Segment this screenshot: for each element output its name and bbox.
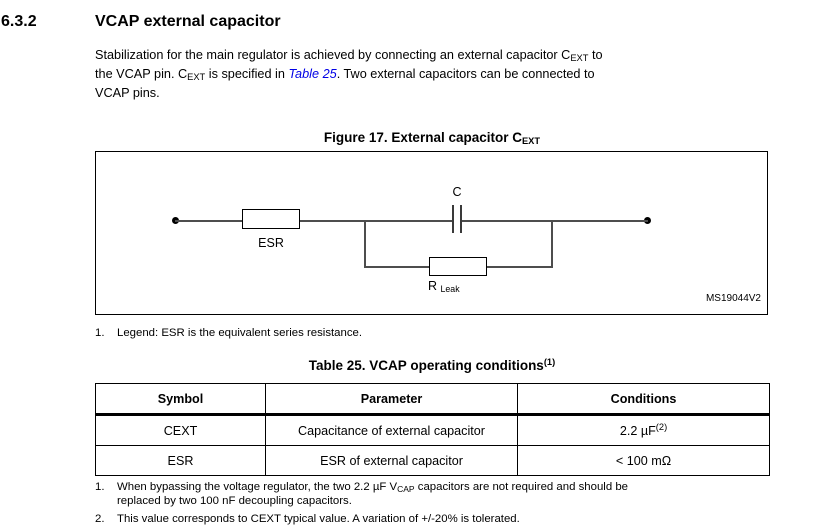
header-symbol: Symbol [95,383,266,416]
table-caption: Table 25. VCAP operating conditions(1) [95,357,769,375]
cell-parameter: ESR of external capacitor [265,445,518,476]
cell-symbol: ESR [95,445,266,476]
figure-note-text: Legend: ESR is the equivalent series res… [117,327,363,339]
table-caption-footnote-marker: (1) [543,357,556,367]
paragraph-text: the VCAP pin. C [95,67,188,81]
wire-right-segment [462,220,648,222]
figure-note-number: 1. [95,327,105,339]
note-text: When bypassing the voltage regulator, th… [117,481,398,493]
subscript-ext: EXT [187,72,206,82]
figure-caption-text: Figure 17. External capacitor C [323,130,522,145]
condition-footnote-marker: (2) [655,421,668,432]
section-title: VCAP external capacitor [95,13,281,30]
condition-value: < 100 mΩ [615,453,672,468]
table-note-2-number: 2. [95,513,105,525]
circuit-figure: ESR C R Leak MS19044V2 [95,151,768,315]
paragraph-line-3: VCAP pins. [95,84,603,103]
figure-watermark: MS19044V2 [705,293,761,304]
header-conditions: Conditions [517,383,770,416]
cell-parameter: Capacitance of external capacitor [265,414,518,446]
capacitor-label: C [452,185,462,199]
vcap-conditions-table: Symbol Parameter Conditions CEXT Capacit… [95,383,770,476]
wire-left-segment [175,220,453,222]
rleak-resistor-symbol [429,257,487,276]
figure-caption: Figure 17. External capacitor CEXT [95,130,769,147]
branch-right-vertical-wire [551,220,553,268]
branch-left-vertical-wire [364,220,366,268]
cell-symbol: CEXT [95,414,266,446]
header-parameter: Parameter [265,383,518,416]
body-paragraph: Stabilization for the main regulator is … [95,46,603,103]
subscript-ext: EXT [570,53,589,63]
subscript-ext: EXT [521,136,541,146]
esr-label: ESR [258,236,284,250]
table-row: CEXT Capacitance of external capacitor 2… [95,414,770,446]
capacitor-left-plate [452,205,454,233]
cell-condition: 2.2 µF(2) [517,414,770,446]
table-caption-text: Table 25. VCAP operating conditions [308,358,544,373]
subscript-cap: CAP [397,484,415,494]
note-text: replaced by two 100 nF decoupling capaci… [117,494,352,507]
condition-value: 2.2 µF [619,423,656,438]
paragraph-text: to [588,48,603,62]
table-25-link[interactable]: Table 25 [288,67,337,81]
table-note-1-text: When bypassing the voltage regulator, th… [117,481,628,508]
paragraph-text: VCAP pins. [95,86,160,100]
paragraph-line-2: the VCAP pin. CEXT is specified in Table… [95,65,603,84]
paragraph-text: is specified in [205,67,289,81]
rleak-label: R Leak [428,279,460,294]
table-note-1: 1. When bypassing the voltage regulator,… [95,481,755,508]
paragraph-text: Stabilization for the main regulator is … [95,48,571,62]
paragraph-line-1: Stabilization for the main regulator is … [95,46,603,65]
rleak-label-subscript: Leak [440,284,460,294]
cell-condition: < 100 mΩ [517,445,770,476]
rleak-label-main: R [428,279,438,293]
table-header-row: Symbol Parameter Conditions [95,383,770,416]
paragraph-text: . Two external capacitors can be connect… [336,67,595,81]
esr-resistor-symbol [242,209,300,229]
table-row: ESR ESR of external capacitor < 100 mΩ [95,445,770,476]
table-note-1-number: 1. [95,481,105,493]
note-text: capacitors are not required and should b… [414,481,628,493]
section-heading: 6.3.2 VCAP external capacitor [1,13,281,31]
table-note-2: 2. This value corresponds to CEXT typica… [95,513,755,527]
figure-note: 1. Legend: ESR is the equivalent series … [95,327,745,341]
section-number: 6.3.2 [1,13,37,30]
table-note-2-text: This value corresponds to CEXT typical v… [117,513,520,525]
capacitor-right-plate [460,205,462,233]
